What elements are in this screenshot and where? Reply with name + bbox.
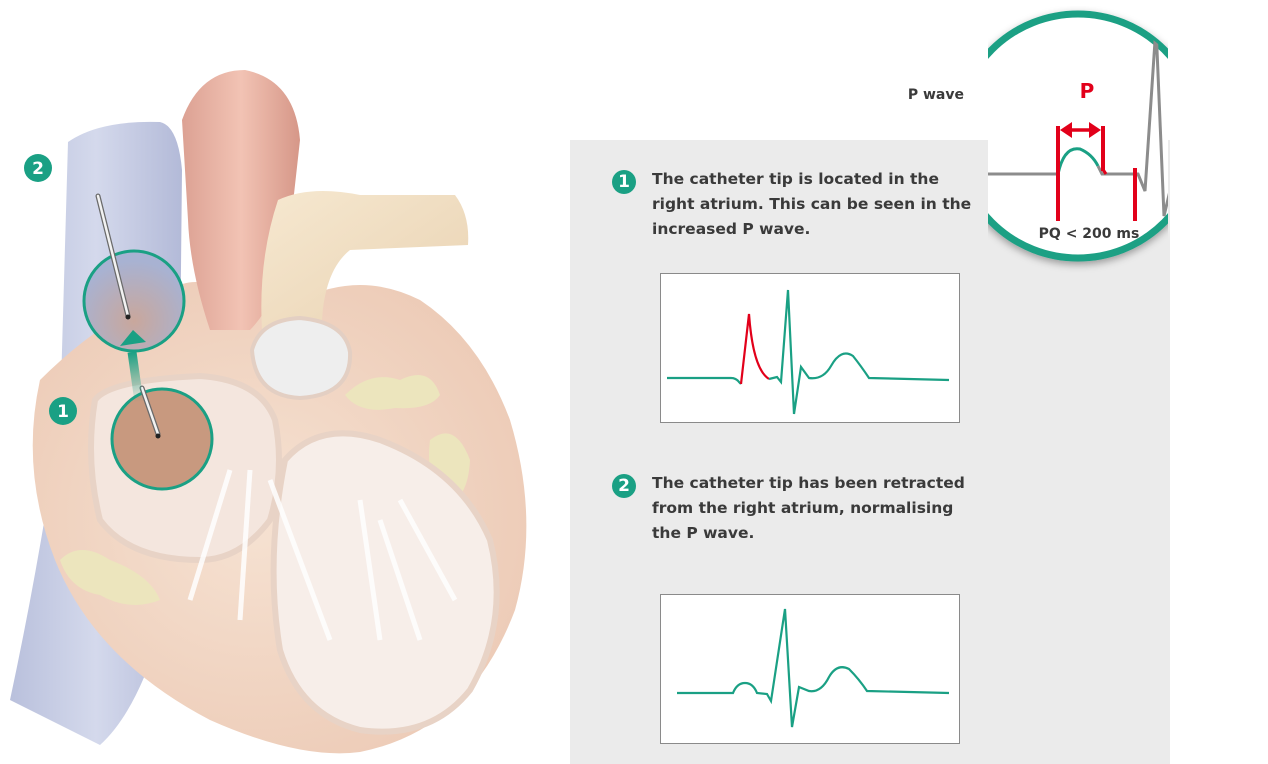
zoom-p-label: P [1069,79,1105,103]
catheter-position-1-circle [112,389,212,489]
step-1-text: The catheter tip is located in the right… [652,167,982,242]
zoom-interval-label: PQ < 200 ms [1016,226,1162,242]
step-2-text: The catheter tip has been retracted from… [652,471,982,546]
ecg-2-normal-trace [677,609,949,727]
valve-ring [252,318,350,398]
step-2-badge: 2 [612,474,636,498]
ecg-1-baseline-start [667,378,741,384]
ecg-1-elevated-p-wave [741,314,769,384]
marker-1-label: 1 [57,402,69,422]
heart-illustration: 2 1 [0,0,570,764]
marker-2-label: 2 [32,159,44,179]
marker-1-badge: 1 [49,397,77,425]
step-1-badge: 1 [612,170,636,194]
ecg-1-qrs-t-complex [769,290,949,414]
zoom-title: P wave [880,87,964,103]
marker-2-badge: 2 [24,154,52,182]
ecg-chart-2 [660,594,960,744]
ecg-chart-1 [660,273,960,423]
